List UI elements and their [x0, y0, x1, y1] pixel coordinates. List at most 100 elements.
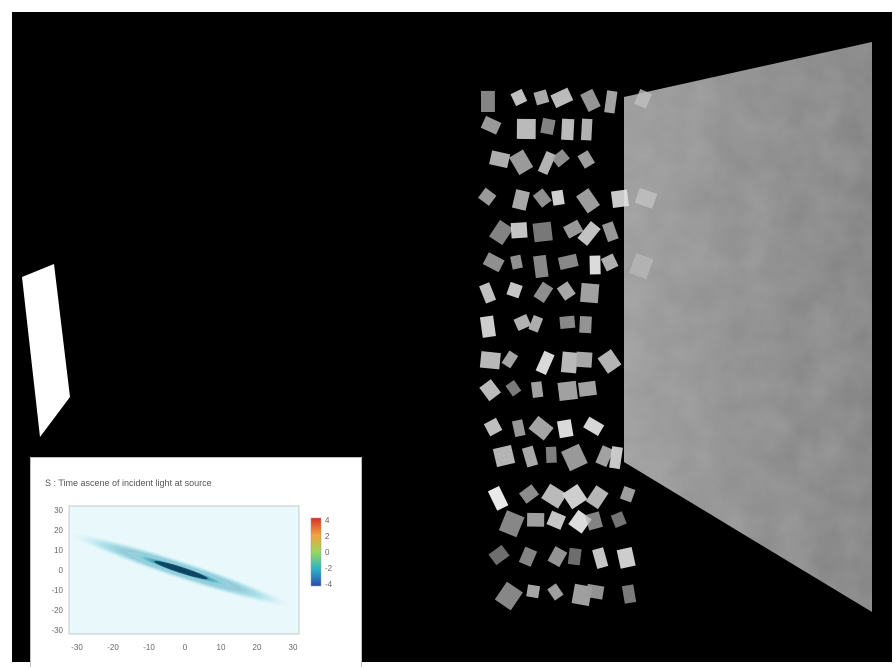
x-tick-label: -10: [143, 643, 155, 652]
scatterer-tile: [528, 315, 544, 333]
scatterer-tile: [595, 445, 614, 468]
scatterer-tile: [516, 118, 536, 140]
scatterer-tile: [621, 584, 637, 604]
scatterer-tile: [533, 281, 554, 303]
scatterer-tile: [518, 546, 538, 567]
scatterer-tile: [511, 189, 530, 211]
scatterer-tile: [585, 485, 609, 510]
scatterer-tile: [610, 189, 629, 208]
scatterer-tile: [540, 117, 556, 136]
y-tick-label: 10: [54, 546, 63, 555]
scatterer-tile: [585, 583, 605, 600]
scatterer-tile: [492, 444, 516, 468]
scatterer-tile: [533, 89, 550, 106]
y-tick-label: -10: [51, 586, 63, 595]
scatterer-tile: [583, 416, 605, 436]
scatterer-tile: [567, 547, 582, 566]
scatterer-tile: [561, 443, 588, 472]
y-tick-label: 20: [54, 526, 63, 535]
scatterer-tile: [634, 187, 658, 209]
scatterer-tile: [551, 149, 570, 168]
scatterer-tile: [488, 544, 510, 566]
scatterer-tile: [551, 189, 565, 206]
scatterer-tile: [527, 512, 545, 527]
scatterer-tile: [556, 281, 576, 301]
scatterer-tile: [563, 219, 584, 239]
scatterer-tile: [601, 221, 619, 243]
scatterer-tile: [577, 150, 596, 169]
scatterer-tile: [482, 252, 505, 273]
scatterer-tile: [546, 510, 567, 530]
scatterer-tile: [577, 221, 601, 246]
scatterer-tile: [481, 90, 495, 112]
colorbar: [310, 517, 322, 587]
scatterer-tile: [545, 446, 557, 464]
scatterer-tile: [479, 282, 497, 304]
scatterer-tile: [487, 485, 509, 511]
scatterer-tile: [580, 282, 600, 304]
scatterer-tile: [535, 350, 555, 375]
colorbar-tick-label: 2: [325, 532, 330, 541]
scatterer-tile: [562, 484, 588, 510]
scatterer-tile: [604, 90, 618, 114]
scatterer-tile: [480, 115, 502, 135]
projection-screen: [624, 42, 872, 612]
scene-3d-view: S : Time ascene of incident light at sou…: [12, 12, 892, 667]
scatterer-tile: [575, 351, 593, 368]
colorbar-tick-label: -2: [325, 564, 333, 573]
scatterer-tile: [541, 483, 567, 509]
scatterer-cloud: [478, 87, 658, 611]
scatterer-tile: [521, 445, 539, 468]
scatterer-tile: [530, 381, 544, 399]
y-tick-label: -20: [51, 606, 63, 615]
scatterer-tile: [478, 187, 497, 206]
scatterer-tile: [494, 581, 523, 611]
scatterer-tile: [498, 510, 525, 538]
heatmap-streak: [66, 531, 296, 609]
scatterer-tile: [479, 315, 496, 338]
scatterer-tile: [580, 88, 601, 113]
scatterer-tile: [557, 253, 579, 271]
scatterer-tile: [505, 380, 522, 397]
scatterer-tile: [479, 379, 501, 402]
x-tick-label: 10: [217, 643, 226, 652]
scatterer-tile: [585, 511, 603, 531]
colorbar-tick-label: 4: [325, 516, 330, 525]
scatterer-tile: [619, 485, 636, 503]
scatterer-tile: [589, 255, 601, 275]
scatterer-tile: [557, 380, 578, 402]
scatterer-tile: [579, 316, 592, 334]
scatterer-tile: [634, 89, 652, 109]
x-tick-label: -20: [107, 643, 119, 652]
scatterer-tile: [518, 484, 540, 504]
scatterer-tile: [559, 315, 576, 329]
scatterer-tile: [511, 419, 526, 438]
colorbar-ticks: 420-2-4: [325, 516, 333, 589]
scatterer-tile: [501, 350, 519, 369]
y-tick-label: 0: [59, 566, 64, 575]
scatterer-tile: [489, 150, 511, 169]
scatterer-tile: [597, 349, 622, 374]
inset-plot-panel: S : Time ascene of incident light at sou…: [30, 457, 362, 667]
colorbar-tick-label: -4: [325, 580, 333, 589]
x-tick-label: 30: [289, 643, 298, 652]
scatterer-tile: [483, 417, 503, 437]
scatterer-tile: [576, 188, 601, 214]
y-tick-label: -30: [51, 626, 63, 635]
x-tick-label: 20: [253, 643, 262, 652]
inset-title: S : Time ascene of incident light at sou…: [45, 478, 212, 488]
scatterer-tile: [556, 419, 574, 439]
scatterer-tile: [489, 219, 514, 246]
scatterer-tile: [526, 584, 541, 599]
light-source-panel: [22, 264, 70, 437]
scatterer-tile: [577, 380, 597, 397]
scatterer-tile: [479, 351, 501, 370]
scatterer-tile: [509, 149, 534, 176]
scatterer-tile: [592, 547, 609, 569]
x-tick-label: -30: [71, 643, 83, 652]
scene-svg: [22, 42, 872, 612]
